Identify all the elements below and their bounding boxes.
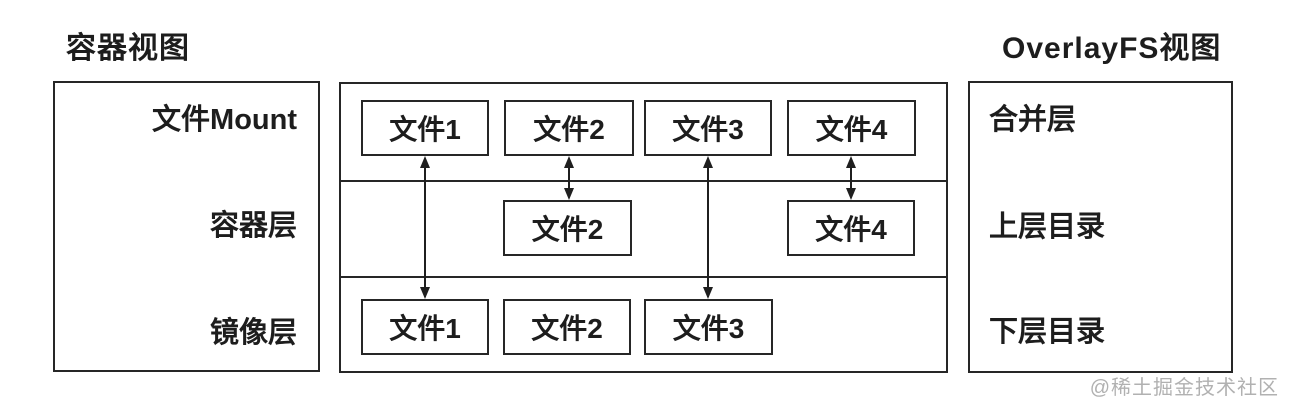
watermark: @稀土掘金技术社区 [1089,377,1279,399]
file-box-merged-3: 文件3 [644,100,772,156]
container-view-title: 容器视图 [66,32,190,65]
file-box-merged-2: 文件2 [504,100,634,156]
container-view-panel: 文件Mount 容器层 镜像层 [53,81,320,372]
file-box-upper-2: 文件2 [503,200,632,256]
file-box-merged-1: 文件1 [361,100,489,156]
overlayfs-panel: 合并层 上层目录 下层目录 [968,81,1233,373]
layer-label-file-mount: 文件Mount [152,104,297,136]
file-box-merged-4: 文件4 [787,100,916,156]
dir-label-upperdir: 上层目录 [989,211,1106,243]
dir-label-lowerdir: 下层目录 [989,316,1106,348]
file-box-lower-3: 文件3 [644,299,773,355]
layer-label-image-layer: 镜像层 [209,317,297,349]
layer-label-container-layer: 容器层 [209,210,297,242]
row-separator-1 [341,180,946,182]
file-box-lower-1: 文件1 [361,299,489,355]
dir-label-merged: 合并层 [989,104,1077,136]
file-box-lower-2: 文件2 [503,299,631,355]
overlayfs-view-title: OverlayFS视图 [1002,32,1222,65]
file-box-upper-4: 文件4 [787,200,915,256]
row-separator-2 [341,276,946,278]
